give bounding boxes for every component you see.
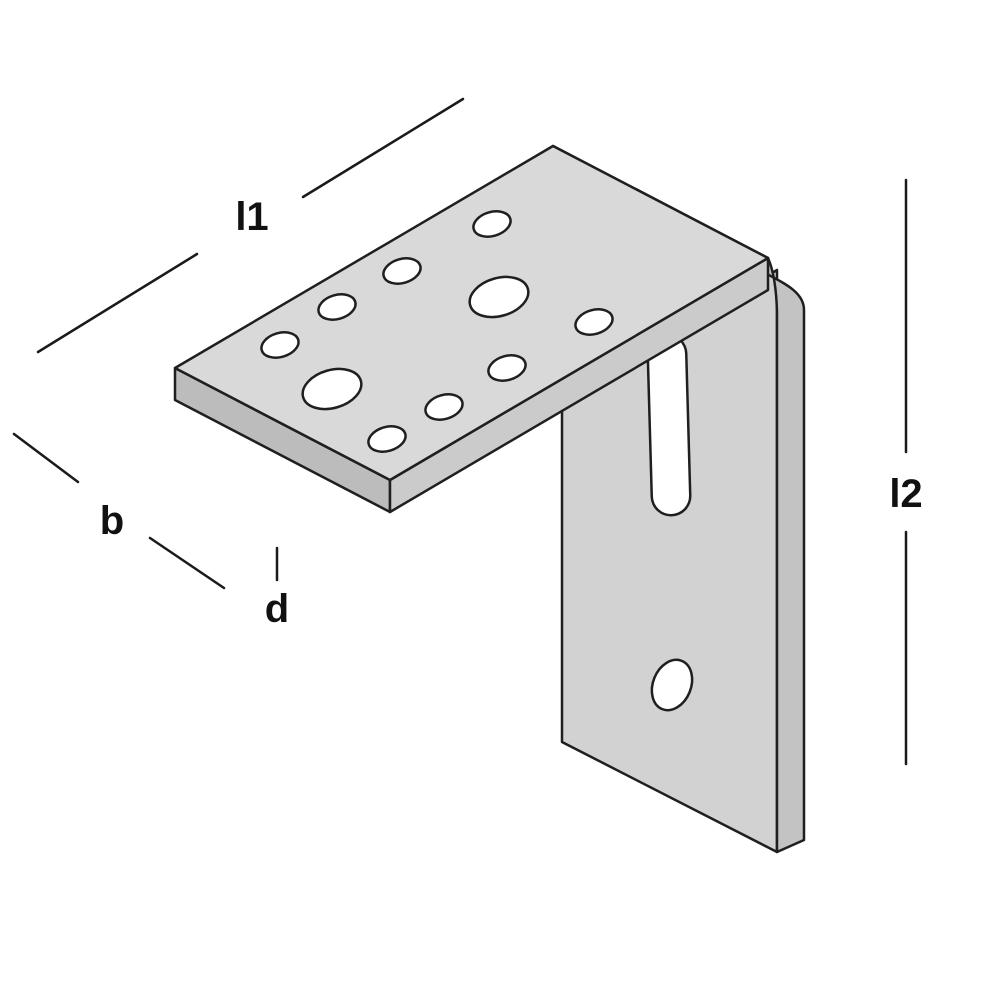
plate-hole-large (468, 275, 530, 319)
plate-hole (260, 331, 300, 359)
leg-bottom-hole (650, 658, 694, 712)
dim-d-label: d (265, 587, 289, 631)
dim-l2-label: l2 (889, 472, 922, 516)
dim-l1-line-1 (36, 252, 199, 354)
dim-b-line-1 (12, 432, 80, 484)
dim-l1-label: l1 (235, 195, 268, 239)
plate-hole (382, 257, 422, 285)
plate-hole (472, 210, 512, 238)
plate-hole (574, 308, 614, 336)
plate-hole (424, 393, 464, 421)
plate-hole-large (301, 367, 363, 411)
plate-hole (317, 293, 357, 321)
dim-b-line-2 (148, 536, 226, 590)
dim-l1-line-2 (301, 97, 465, 199)
plate-hole (367, 425, 407, 453)
plate-hole (487, 354, 527, 382)
mounting-slot (649, 336, 689, 514)
dim-b-label: b (100, 499, 124, 543)
